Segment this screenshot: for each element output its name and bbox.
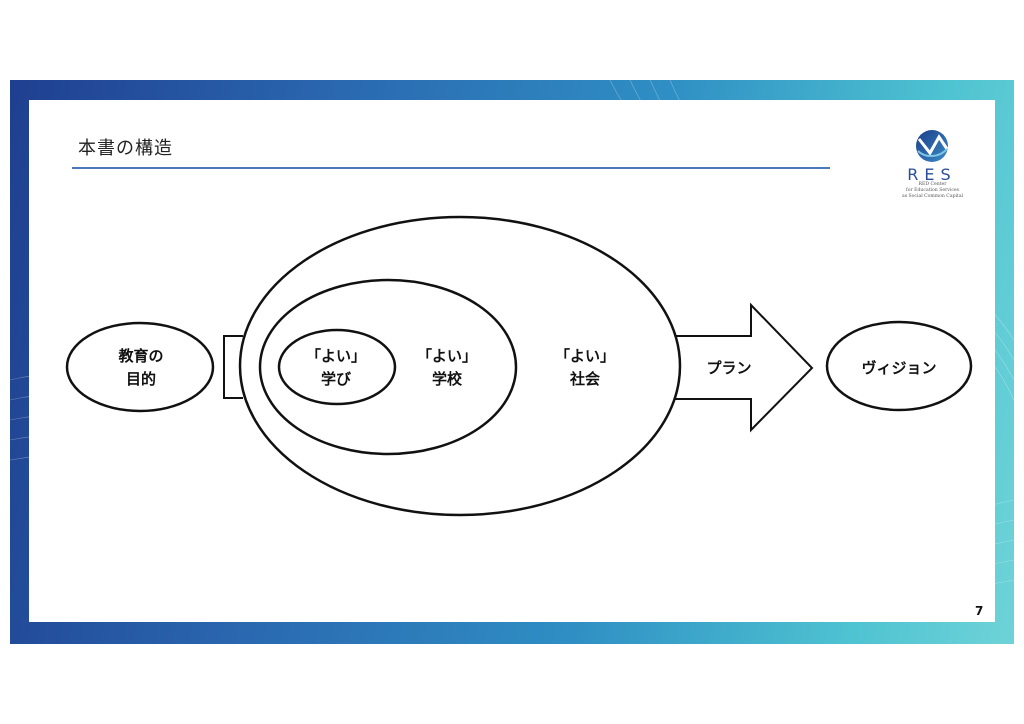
plan-label: プラン (706, 359, 751, 377)
learning-label-line1: 「よい」 (306, 347, 366, 365)
learning-label-line2: 学び (321, 370, 351, 388)
logo-wordmark: RES (907, 165, 956, 184)
learning-ellipse (277, 328, 397, 406)
purpose-ellipse (65, 321, 215, 413)
logo-caption-line: RED Center (918, 182, 947, 187)
connector-bracket (223, 335, 243, 399)
page-number: 7 (975, 604, 984, 618)
title-underline (72, 167, 830, 169)
society-label-line2: 社会 (569, 370, 600, 388)
res-logo-icon: RES (907, 130, 956, 184)
purpose-label-line1: 教育の (117, 347, 163, 365)
purpose-label-line2: 目的 (126, 370, 156, 388)
vision-ellipse (825, 320, 973, 412)
school-label-line2: 学校 (432, 370, 463, 388)
vision-label: ヴィジョン (861, 359, 936, 377)
logo-caption: RED Center for Education Services as Soc… (890, 182, 975, 200)
slide-title: 本書の構造 (78, 138, 173, 159)
society-label-line1: 「よい」 (555, 347, 615, 365)
logo-caption-line: as Social Common Capital (901, 194, 964, 199)
logo-caption-line: for Education Services (906, 188, 959, 193)
school-label-line1: 「よい」 (417, 347, 477, 365)
